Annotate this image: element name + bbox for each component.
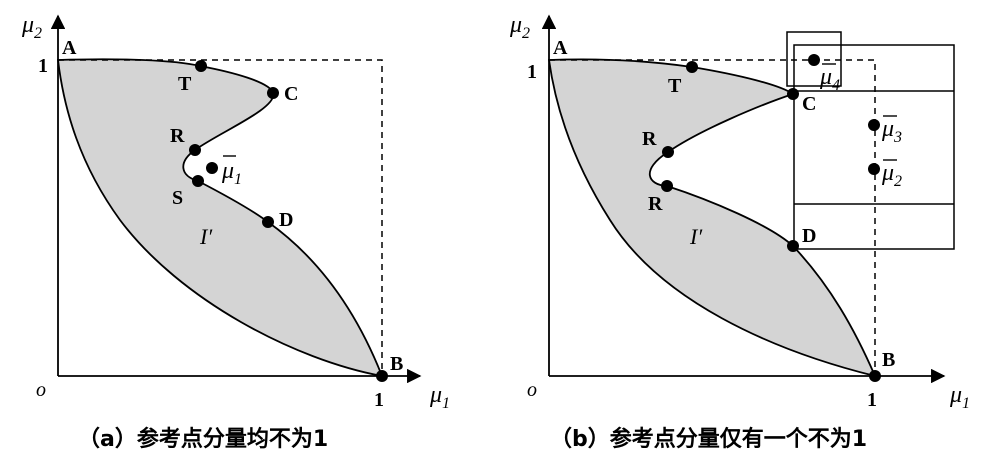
panel-a-origin: o [36,379,46,401]
panel-b-point-C [787,88,799,100]
panel-a-caption: （a）参考点分量均不为1 [78,426,328,452]
panel-b-label-R-upper: R [642,128,657,150]
panel-b-ref-label-4: μ4 [819,63,840,94]
panel-a-label-T: T [178,73,192,95]
panel-a-y-tick-one: 1 [38,55,48,77]
panel-b-region [547,58,877,378]
panel-a-point-T [195,60,207,72]
panel-a-dashed-box [58,59,383,376]
panel-b-x-tick-one: 1 [867,389,877,411]
svg-text:μ2: μ2 [881,160,902,190]
panel-b-label-D: D [802,225,816,247]
panel-a-point-D [262,216,274,228]
panel-b-ref-point-3 [868,119,880,131]
panel-b-ref-label-2: μ2 [881,159,902,190]
panel-a-point-S [192,175,204,187]
panel-a-point-C [267,87,279,99]
panel-b-label-T: T [668,75,682,97]
panel-b-point-R-lower [661,180,673,192]
panel-a-label-A: A [62,37,77,59]
panel-b-region-label: I′ [689,224,703,249]
panel-b-caption: （b）参考点分量仅有一个不为1 [550,426,867,452]
panel-a-label-C: C [284,83,298,105]
svg-text:μ4: μ4 [819,64,840,94]
panel-b-label-R-lower: R [648,193,663,215]
panel-a-y-axis-label: μ2 [21,12,42,42]
panel-b-origin: o [527,379,537,401]
panel-b-ref-point-4 [808,54,820,66]
panel-a-region [56,58,384,378]
panel-b-small-box [786,31,842,87]
panel-a-ref-label: μ1 [221,155,242,188]
panel-a-region-label: I′ [199,224,213,249]
panel-b-ref-point-2 [868,163,880,175]
panel-a-label-S: S [172,187,183,209]
panel-b-point-B [869,370,881,382]
svg-text:μ3: μ3 [881,116,902,146]
panel-b-point-R-upper [662,146,674,158]
panel-b-label-C: C [802,93,816,115]
svg-text:μ1: μ1 [221,158,242,188]
panel-a-label-D: D [279,209,293,231]
panel-b-point-D [787,240,799,252]
panel-a-label-B: B [390,353,403,375]
panel-b-ref-label-3: μ3 [881,115,902,146]
panel-b-label-B: B [882,349,895,371]
panel-a-point-B [376,370,388,382]
panel-a-point-R [189,144,201,156]
panel-b-label-A: A [553,37,568,59]
panel-b: μ2 μ1 1 1 o A T C R R D B μ4 μ3 [509,12,970,452]
panel-a: μ2 μ1 1 1 o A T C R S D B μ1 I′ （a）参考点分量… [21,12,450,452]
panel-b-y-tick-one: 1 [527,61,537,83]
panel-a-label-R: R [170,125,185,147]
panel-a-x-axis-label: μ1 [429,382,450,412]
panel-a-ref-point [206,162,218,174]
panel-b-x-axis-label: μ1 [949,382,970,412]
panel-a-x-tick-one: 1 [374,389,384,411]
panel-b-large-box [793,44,955,250]
panel-b-y-axis-label: μ2 [509,12,530,42]
panel-b-point-T [686,61,698,73]
